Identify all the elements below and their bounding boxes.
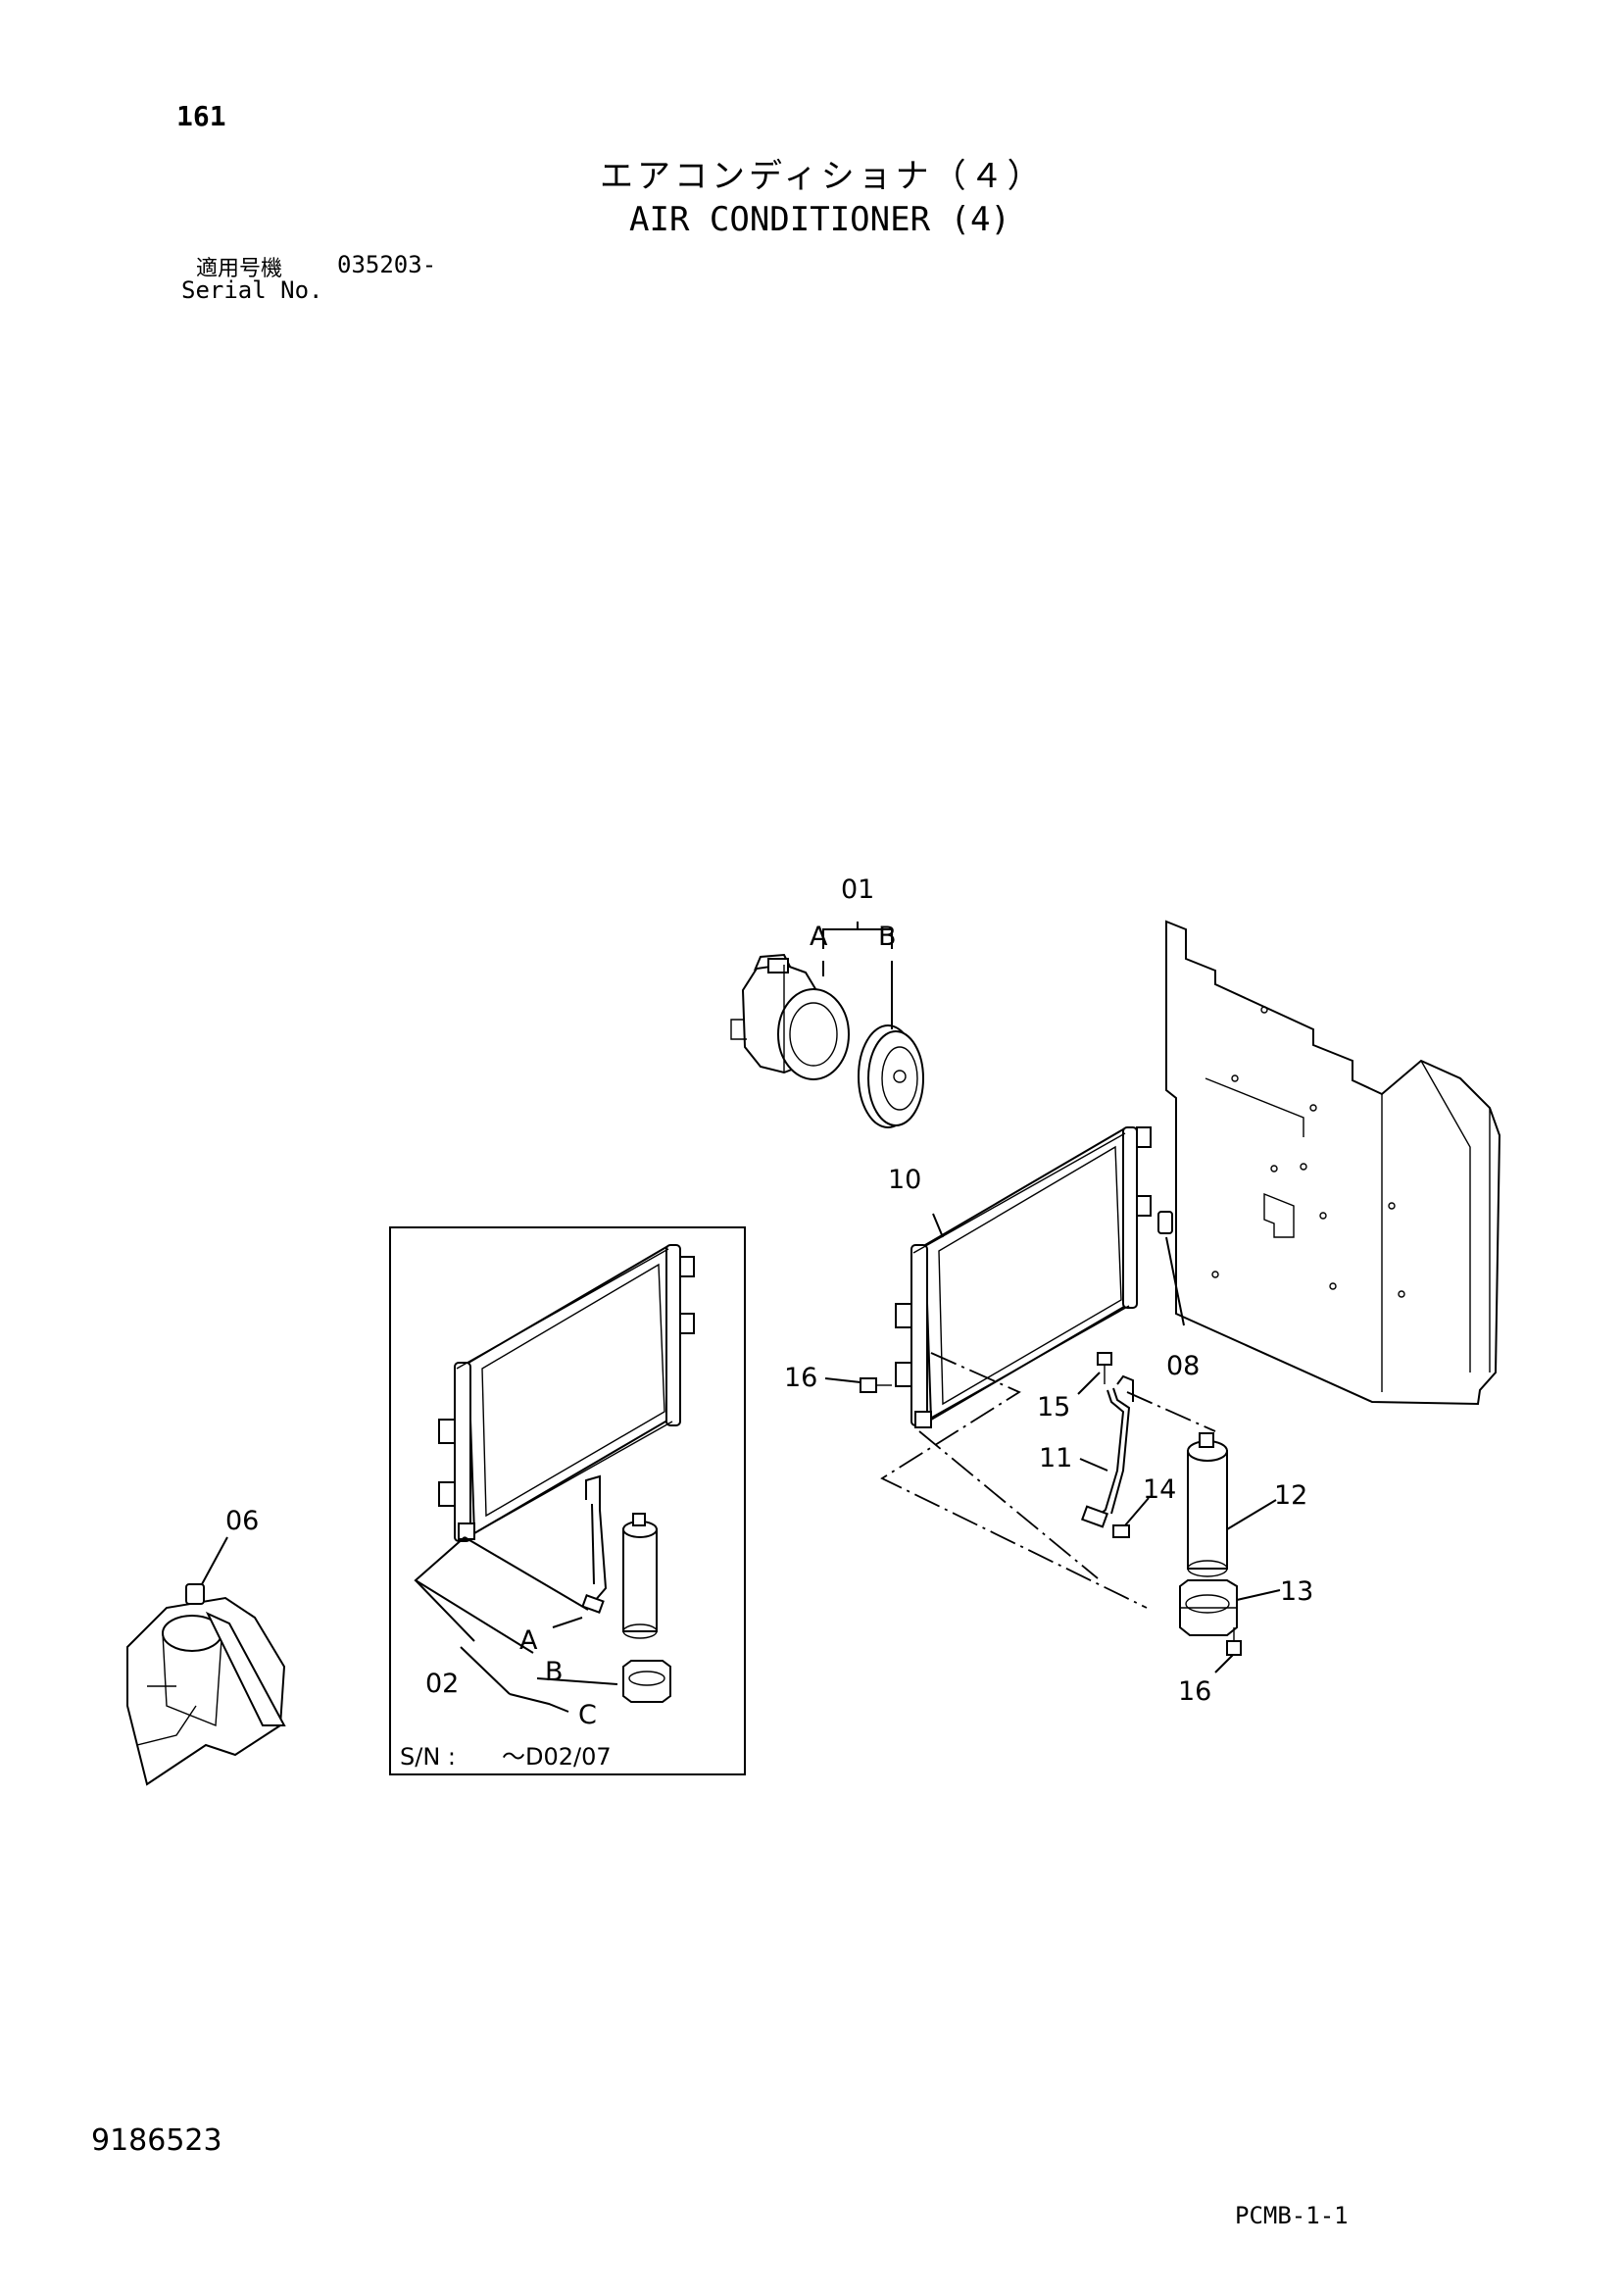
callout-06: 06 xyxy=(225,1506,259,1536)
serial-value: 035203- xyxy=(337,251,437,278)
callout-11: 11 xyxy=(1039,1443,1072,1473)
document-id: 9186523 xyxy=(91,2123,222,2158)
callout-16-top: 16 xyxy=(784,1363,817,1393)
inset-sn-value: ～D02/07 xyxy=(502,1743,612,1771)
callout-14: 14 xyxy=(1143,1474,1176,1505)
callout-02-b: B xyxy=(545,1657,564,1687)
callout-02: 02 xyxy=(425,1669,459,1699)
serial-label-jp: 適用号機 xyxy=(196,257,283,281)
bolt-15-illustration xyxy=(1097,1352,1112,1384)
callout-01-a: A xyxy=(810,922,828,952)
callout-12: 12 xyxy=(1274,1480,1307,1511)
bracket-13-illustration xyxy=(1179,1579,1238,1636)
receiver-drier-illustration xyxy=(1187,1432,1228,1577)
page-title-en: AIR CONDITIONER (4) xyxy=(629,200,1010,239)
page-title-jp: エアコンディショナ（４） xyxy=(600,157,1045,196)
inset-drier-illustration xyxy=(622,1513,658,1639)
callout-16-bottom: 16 xyxy=(1178,1676,1211,1707)
inset-pipe-illustration xyxy=(581,1474,608,1614)
bolt-14-illustration xyxy=(1112,1524,1130,1538)
clutch-pulley-illustration xyxy=(858,1024,924,1128)
compressor-illustration xyxy=(730,953,850,1080)
inset-bracket-illustration xyxy=(622,1660,671,1703)
callout-08: 08 xyxy=(1166,1351,1200,1381)
callout-10: 10 xyxy=(888,1165,921,1195)
condenser-illustration xyxy=(895,1126,1152,1428)
frame-panel-illustration xyxy=(1165,920,1501,1406)
bolt-16-top-illustration xyxy=(860,1377,892,1393)
pipe-11-illustration xyxy=(1080,1374,1134,1528)
page-number: 161 xyxy=(176,100,226,132)
inset-sn-label: S/N : xyxy=(400,1743,456,1771)
inset-frame xyxy=(389,1226,746,1775)
callout-15: 15 xyxy=(1037,1392,1070,1423)
callout-13: 13 xyxy=(1280,1576,1313,1607)
clip-08-illustration xyxy=(1157,1211,1173,1234)
part-06-illustration xyxy=(126,1583,286,1786)
serial-label-en: Serial No. xyxy=(181,276,323,304)
callout-02-a: A xyxy=(519,1625,538,1656)
page-code: PCMB-1-1 xyxy=(1235,2202,1349,2229)
callout-01: 01 xyxy=(841,874,874,905)
bolt-16-bottom-illustration xyxy=(1226,1627,1242,1656)
callout-01-b: B xyxy=(878,922,897,952)
inset-condenser-illustration xyxy=(438,1244,695,1542)
callout-02-c: C xyxy=(578,1700,597,1730)
